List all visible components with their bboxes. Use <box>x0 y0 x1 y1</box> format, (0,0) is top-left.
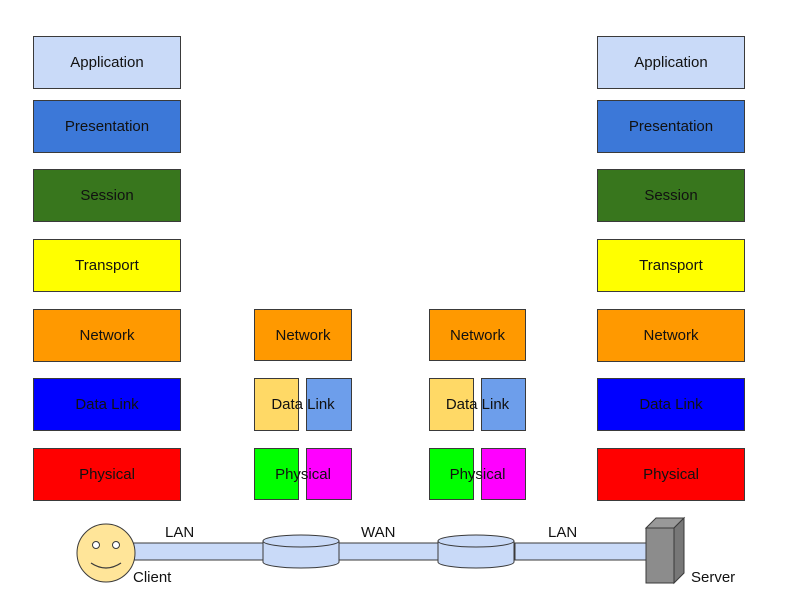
router2-data-link-port-b <box>481 378 526 431</box>
server-layer-application: Application <box>597 36 745 89</box>
router1-data-link-port-a <box>254 378 299 431</box>
lan-left-label: LAN <box>165 524 195 541</box>
client-layer-network: Network <box>33 309 181 362</box>
router1-physical-port-a <box>254 448 299 500</box>
wan-label: WAN <box>361 524 396 541</box>
server-layer-transport: Transport <box>597 239 745 292</box>
client-layer-session: Session <box>33 169 181 222</box>
router1-physical-port-b <box>306 448 352 500</box>
router1-disk-icon <box>262 534 340 569</box>
client-layer-application: Application <box>33 36 181 89</box>
server-layer-session: Session <box>597 169 745 222</box>
router2-physical-port-b <box>481 448 526 500</box>
router2-data-link-label: Data Link <box>445 396 510 413</box>
wan-link <box>338 542 440 561</box>
client-layer-physical: Physical <box>33 448 181 501</box>
router2-layer-network: Network <box>429 309 526 361</box>
router1-data-link-port-b <box>306 378 352 431</box>
router1-data-link-label: Data Link <box>271 396 335 413</box>
server-layer-network: Network <box>597 309 745 362</box>
router2-physical-port-a <box>429 448 474 500</box>
server-layer-physical: Physical <box>597 448 745 501</box>
client-label: Client <box>133 569 172 586</box>
server-label: Server <box>691 569 736 586</box>
router2-data-link-port-a <box>429 378 474 431</box>
server-box-icon <box>644 516 686 585</box>
lan-right-link <box>514 542 649 561</box>
server-layer-data-link: Data Link <box>597 378 745 431</box>
client-layer-data-link: Data Link <box>33 378 181 431</box>
client-smiley-icon <box>76 523 136 583</box>
router2-physical-label: Physical <box>449 466 506 483</box>
client-layer-transport: Transport <box>33 239 181 292</box>
lan-right-label: LAN <box>548 524 578 541</box>
router1-physical-label: Physical <box>275 466 331 483</box>
lan-left-link <box>131 542 266 561</box>
router2-disk-icon <box>437 534 515 569</box>
client-layer-presentation: Presentation <box>33 100 181 153</box>
router1-layer-network: Network <box>254 309 352 361</box>
server-layer-presentation: Presentation <box>597 100 745 153</box>
